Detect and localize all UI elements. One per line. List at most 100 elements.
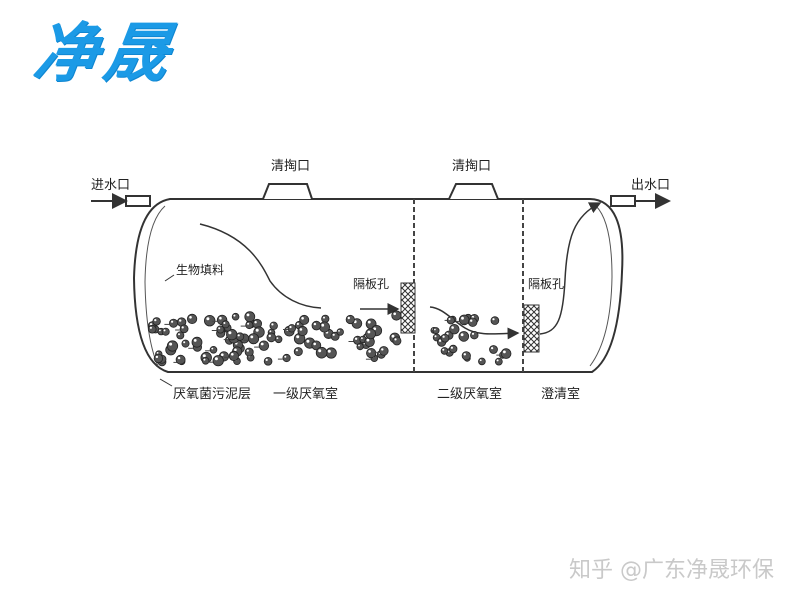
sludge-ball [147, 324, 157, 334]
sludge-ball-highlight [268, 334, 271, 338]
sludge-ball [244, 347, 254, 357]
sludge-ball-highlight [295, 349, 298, 352]
sludge-ball-highlight [338, 330, 340, 332]
sludge-layer-label: 厌氧菌污泥层 [173, 387, 251, 402]
sludge-ball [297, 325, 308, 337]
sludge-ball-highlight [367, 330, 371, 334]
sludge-layer-leader [159, 378, 173, 387]
sludge-ball-highlight [361, 337, 363, 340]
sludge-ball-highlight [461, 316, 464, 320]
flow-line-second-chamber [429, 306, 520, 340]
sludge-ball [168, 318, 178, 328]
sludge-ball-highlight [155, 355, 159, 359]
sludge-ball-highlight [193, 339, 197, 342]
sludge-ball-highlight [496, 359, 499, 362]
sludge-ball [282, 353, 291, 363]
sludge-ball-highlight [178, 333, 180, 336]
sludge-ball-highlight [460, 333, 464, 337]
cleanout-ports [262, 183, 499, 200]
sludge-ball-highlight [313, 322, 317, 326]
tank-shell [132, 198, 624, 373]
sludge-ball-highlight [463, 353, 466, 356]
sludge-ball [258, 340, 270, 351]
sludge-ball-highlight [265, 358, 268, 361]
sludge-ball [244, 311, 256, 323]
sludge-ball-highlight [470, 319, 473, 322]
sludge-ball [315, 346, 328, 359]
second-chamber-label: 二级厌氧室 [437, 386, 502, 402]
sludge-ball [446, 316, 455, 325]
sludge-ball-highlight [163, 329, 166, 332]
sludge-ball [378, 346, 389, 356]
sludge-ball-highlight [313, 342, 317, 346]
sludge-ball [321, 314, 330, 323]
sludge-ball-highlight [246, 349, 249, 352]
sludge-ball-highlight [254, 321, 257, 324]
sludge-ball-highlight [354, 337, 358, 340]
sludge-ball-highlight [246, 313, 250, 317]
sludge-ball-highlight [347, 316, 350, 320]
sludge-ball [494, 357, 503, 366]
sludge-ball [245, 321, 254, 330]
sludge-ball [432, 327, 440, 335]
sludge-ball-highlight [149, 326, 152, 329]
sludge-ball-highlight [203, 358, 206, 361]
sludge-ball-highlight [177, 356, 181, 360]
sludge-ball-highlight [471, 332, 475, 335]
outlet-label: 出水口 [631, 178, 670, 193]
sludge-ball-highlight [260, 342, 264, 346]
sludge-ball-highlight [154, 319, 157, 322]
sludge-ball-highlight [179, 319, 182, 322]
sludge-ball [489, 345, 498, 354]
sludge-ball [176, 331, 185, 340]
sludge-ball-highlight [202, 354, 206, 358]
sludge-ball-highlight [214, 357, 218, 361]
tank-outline [132, 198, 624, 373]
sludge-ball [468, 317, 478, 327]
sludge-ball-highlight [381, 348, 384, 351]
sludge-ball [461, 351, 471, 361]
sludge-ball [478, 357, 486, 366]
sludge-ball-highlight [448, 318, 451, 320]
sludge-ball-highlight [299, 328, 303, 331]
sludge-ball [356, 342, 364, 351]
sludge-ball [274, 335, 283, 344]
inlet-pipe [125, 195, 151, 207]
sludge-ball [440, 333, 450, 343]
sludge-ball-highlight [503, 350, 506, 354]
partitions [400, 199, 540, 372]
sludge-ball [175, 354, 186, 365]
sludge-ball-highlight [323, 316, 325, 319]
sludge-ball [458, 331, 470, 342]
sludge-ball-highlight [159, 329, 161, 332]
sludge-ball-highlight [211, 347, 214, 350]
sludge-ball [311, 320, 322, 331]
sludge-ball [263, 356, 273, 366]
sludge-ball-highlight [321, 323, 325, 327]
sludge-ball [287, 324, 296, 333]
tank-inner-bottom-left [144, 205, 166, 367]
sludge-ball [449, 324, 460, 335]
sludge-ball [325, 347, 337, 359]
sludge-ball [235, 332, 245, 341]
sludge-ball-highlight [479, 359, 482, 362]
sludge-ball-highlight [247, 322, 250, 325]
sludge-ball [345, 314, 355, 325]
cleanout-label-left: 清掏口 [271, 158, 310, 174]
sludge-ball-highlight [296, 322, 299, 325]
sludge-ball-highlight [296, 335, 300, 339]
sludge-ball [500, 348, 512, 359]
sludge-ball [152, 317, 161, 326]
sludge-ball [440, 347, 449, 355]
sludge-ball-highlight [284, 355, 287, 358]
sludge-ball-highlight [491, 347, 494, 350]
sludge-ball-highlight [233, 314, 236, 317]
sludge-ball-highlight [156, 352, 159, 354]
sludge-ball-highlight [221, 353, 224, 357]
sludge-ball [391, 310, 402, 321]
sludge-ball [266, 332, 277, 343]
sludge-ball-highlight [301, 317, 304, 320]
outlet-pipe [610, 195, 636, 207]
sludge-ball-highlight [366, 338, 370, 342]
